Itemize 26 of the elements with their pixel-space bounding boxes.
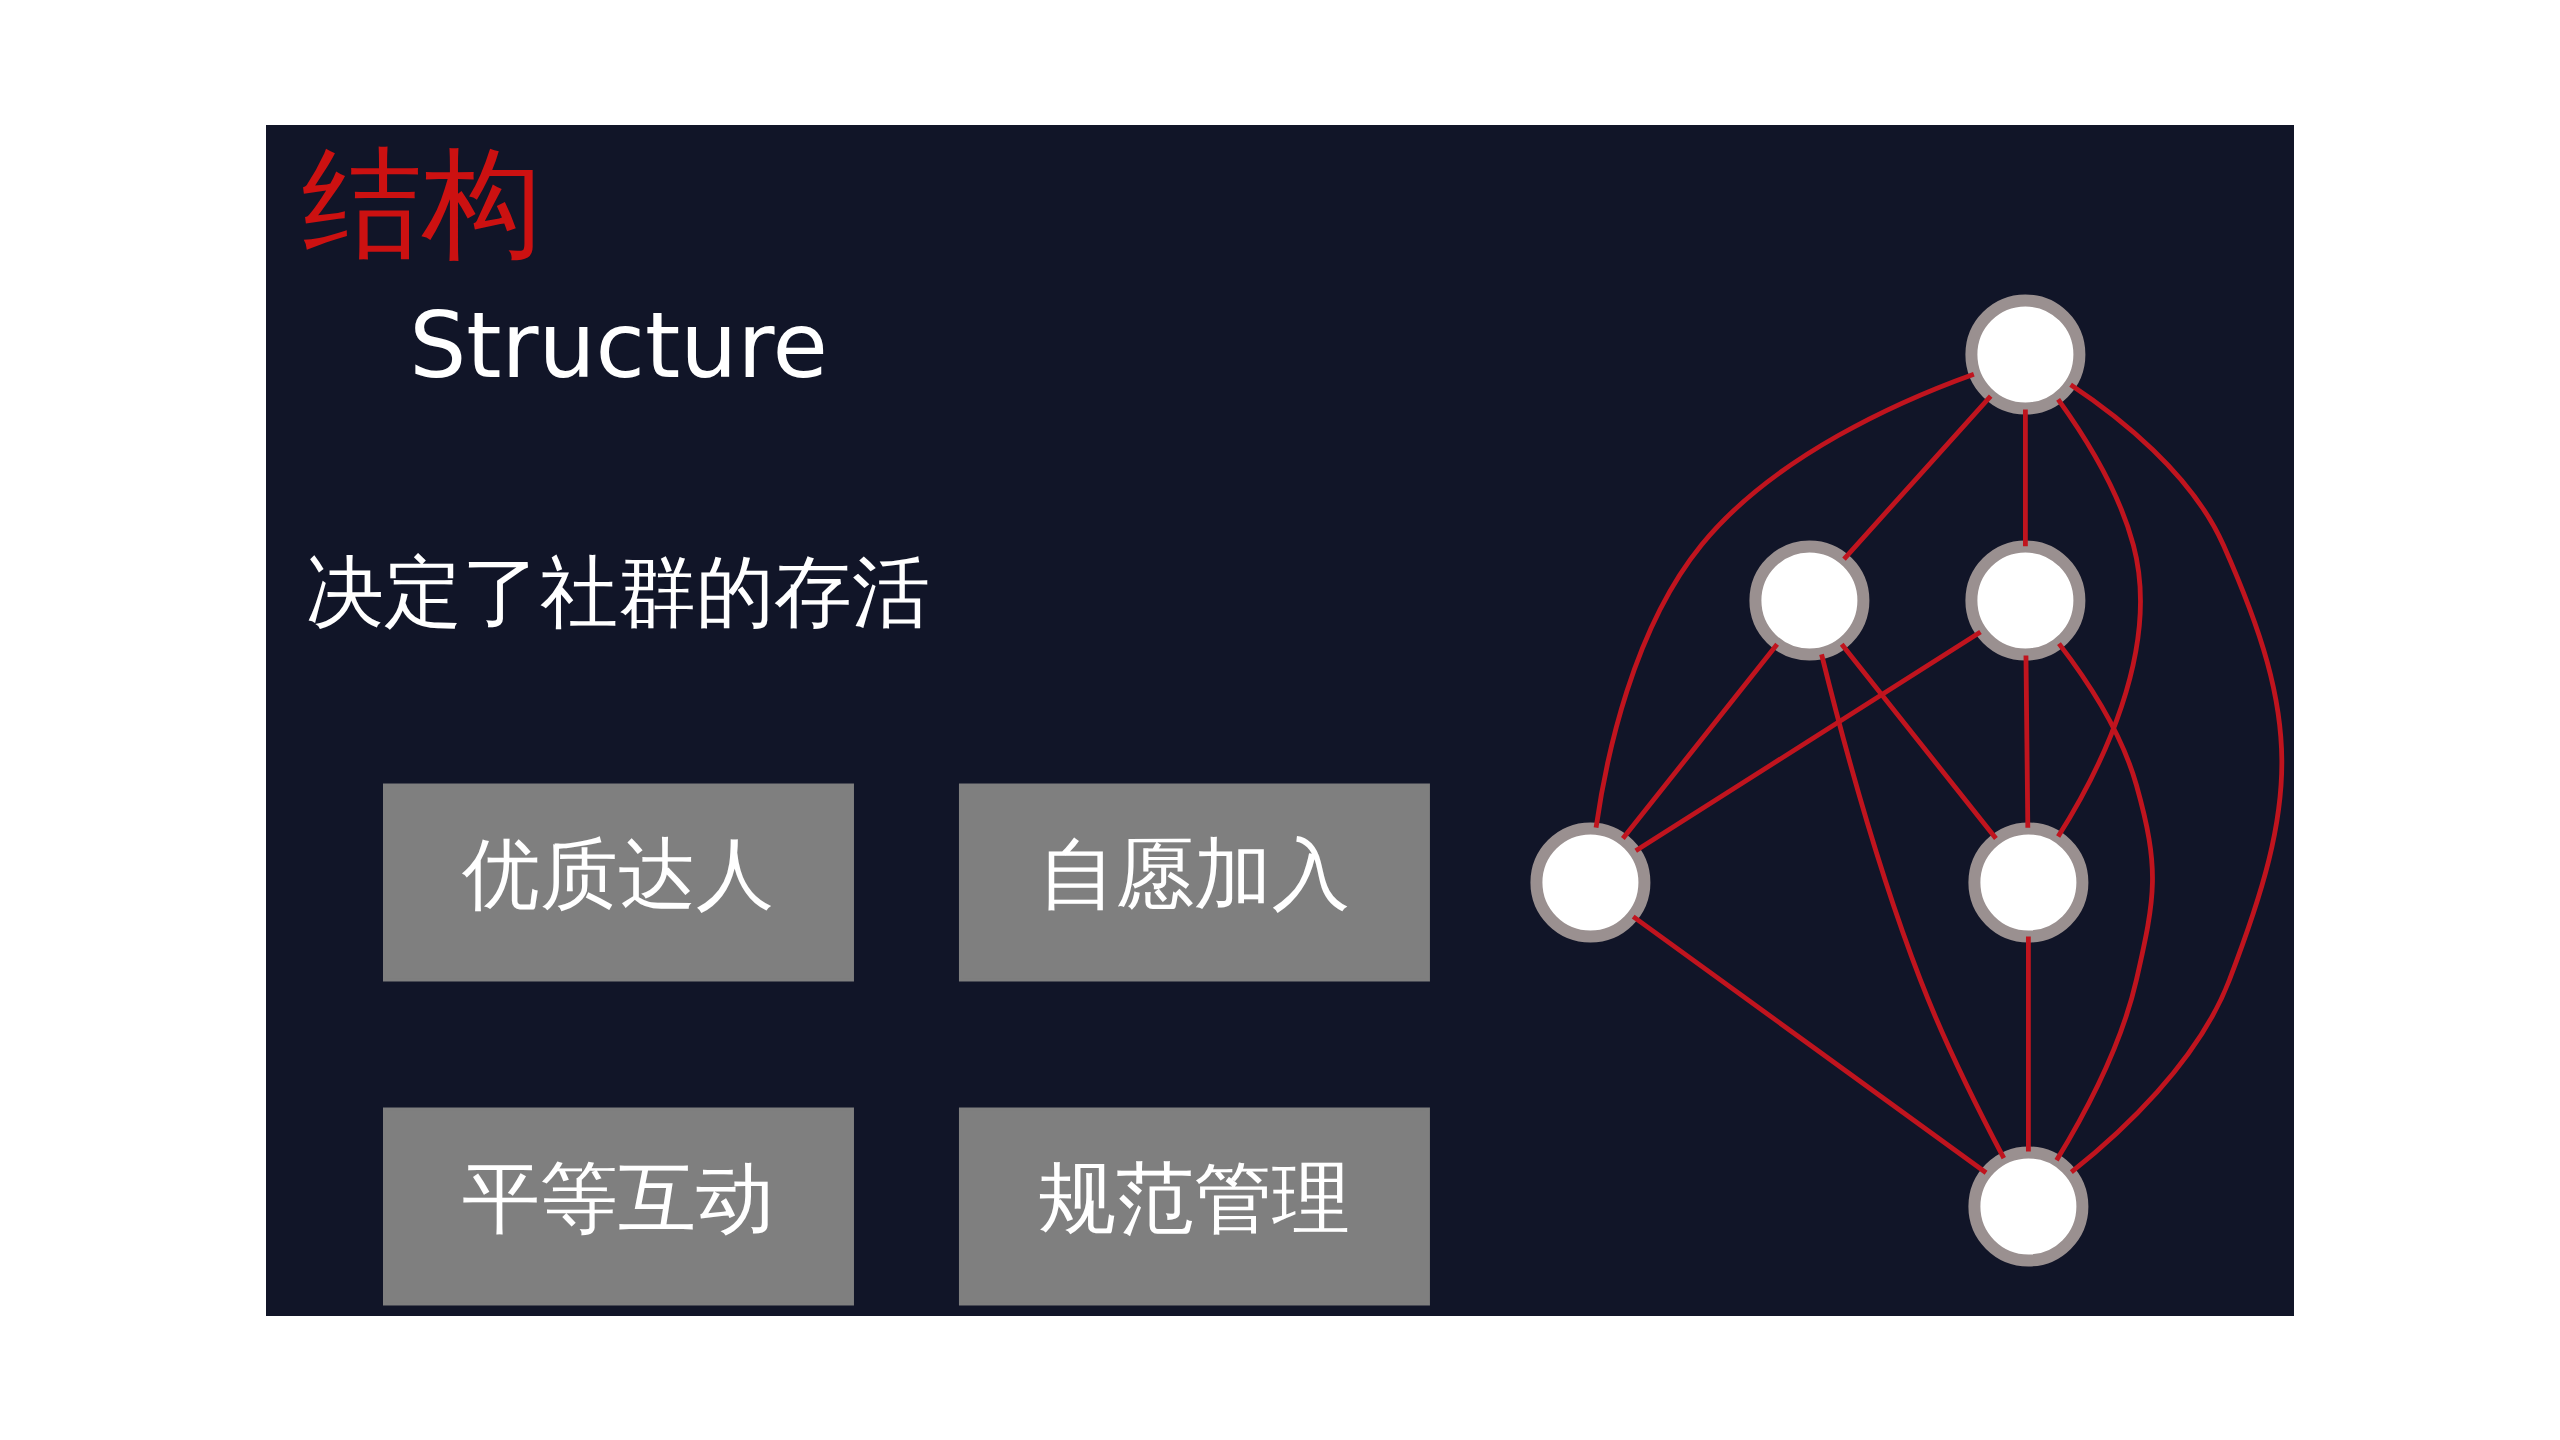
connector (1621, 642, 1779, 840)
connector (1631, 914, 1988, 1175)
connector (1842, 393, 1993, 561)
node-circle (1965, 294, 2086, 414)
connector (1839, 642, 1998, 840)
connector (2054, 641, 2155, 1162)
diagram-title: 结构 (301, 133, 542, 273)
label: 决定了社群的存活 (306, 546, 931, 637)
node-circle (1749, 540, 1870, 660)
connector (2026, 936, 2031, 1151)
connector (2023, 654, 2031, 828)
connector (1634, 629, 1982, 853)
connector (1819, 653, 2006, 1159)
connector (2056, 397, 2143, 838)
node-circle (1530, 822, 1651, 942)
connector (2069, 382, 2285, 1174)
node-box: 平等互动 (383, 1107, 854, 1305)
node-box: 规范管理 (958, 1107, 1430, 1305)
node-box: 优质达人 (383, 783, 854, 981)
label: Structure (409, 292, 828, 398)
connector (2023, 409, 2028, 546)
node-circle (1965, 540, 2086, 660)
node-circle (1968, 1145, 2089, 1266)
connector (1593, 371, 1975, 828)
node-box: 自愿加入 (958, 783, 1430, 981)
node-circle (1968, 822, 2089, 942)
